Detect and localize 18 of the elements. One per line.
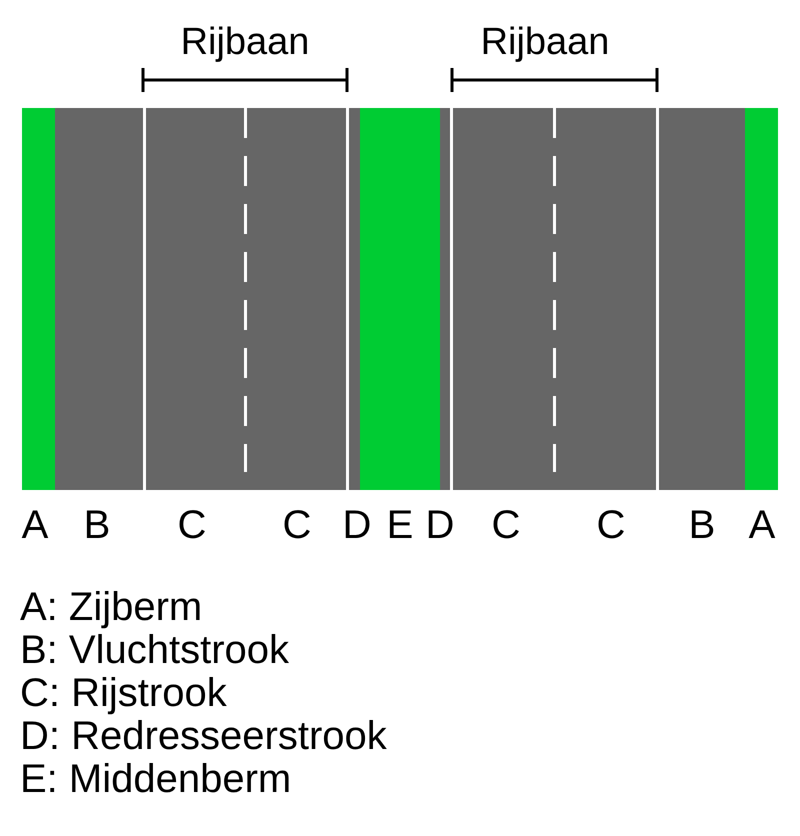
lane-letter: B	[688, 505, 716, 545]
dimension-label: Rijbaan	[480, 23, 610, 61]
lane-letter: E	[386, 505, 414, 545]
legend-text: E: Middenberm	[20, 759, 292, 799]
lane-letter: C	[596, 505, 626, 545]
legend-text: D: Redresseerstrook	[20, 716, 387, 756]
legend-text: C: Rijstrook	[20, 673, 227, 713]
lane-letter: D	[342, 505, 372, 545]
lane-letter: A	[748, 505, 776, 545]
lane-letter: C	[492, 505, 520, 545]
lane-letter: C	[282, 505, 312, 545]
lane-letter: C	[178, 505, 206, 545]
legend-text: B: Vluchtstrook	[20, 630, 290, 670]
lane-letter: D	[426, 505, 454, 545]
lane-letter: A	[22, 505, 48, 545]
lane-letter: B	[84, 505, 110, 545]
legend-text: A: Zijberm	[20, 587, 202, 627]
dimension-label: Rijbaan	[180, 23, 310, 61]
